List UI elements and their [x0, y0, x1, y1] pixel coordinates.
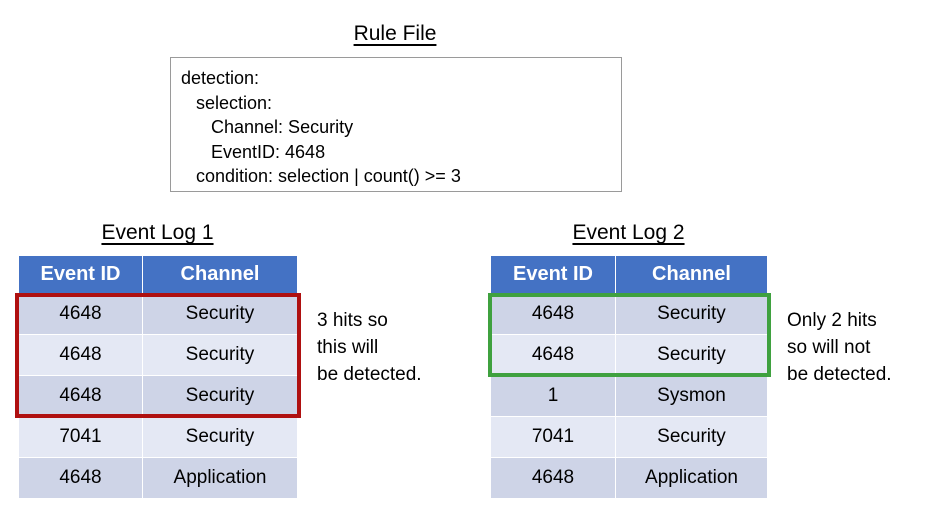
cell-channel: Security — [615, 334, 768, 376]
annotation-line: be detected. — [317, 364, 422, 385]
table-header-row: Event ID Channel — [490, 255, 768, 294]
cell-event-id: 4648 — [490, 293, 616, 335]
cell-event-id: 4648 — [18, 293, 143, 335]
cell-channel: Security — [615, 416, 768, 458]
cell-channel: Application — [615, 457, 768, 499]
column-header-event-id: Event ID — [18, 255, 143, 294]
annotation-line: this will — [317, 337, 379, 358]
cell-event-id: 4648 — [18, 334, 143, 376]
cell-event-id: 4648 — [490, 334, 616, 376]
event-log-1-table: Event ID Channel 4648 Security 4648 Secu… — [18, 255, 298, 499]
table-row: 4648 Security — [490, 293, 768, 335]
rule-line-detection: detection: — [181, 68, 260, 88]
cell-event-id: 1 — [490, 375, 616, 417]
annotation-line: Only 2 hits — [787, 310, 877, 331]
rule-file-title: Rule File — [353, 22, 437, 45]
event-log-1-title: Event Log 1 — [101, 221, 214, 244]
event-log-2-table: Event ID Channel 4648 Security 4648 Secu… — [490, 255, 768, 499]
table-row: 1 Sysmon — [490, 375, 768, 417]
cell-channel: Sysmon — [615, 375, 768, 417]
column-header-event-id: Event ID — [490, 255, 616, 294]
cell-channel: Security — [615, 293, 768, 335]
rule-line-selection: selection: — [181, 92, 273, 113]
rule-line-condition: condition: selection | count() >= 3 — [181, 166, 461, 186]
rule-file-box: detection: selection: Channel: Security … — [170, 57, 622, 192]
rule-line-eventid: EventID: 4648 — [181, 141, 326, 162]
table-row: 4648 Application — [18, 457, 298, 499]
cell-channel: Security — [142, 416, 298, 458]
column-header-channel: Channel — [142, 255, 298, 294]
cell-event-id: 7041 — [490, 416, 616, 458]
column-header-channel: Channel — [615, 255, 768, 294]
event-log-1-annotation: 3 hits so this will be detected. — [317, 307, 422, 388]
event-log-2-title: Event Log 2 — [572, 221, 685, 244]
table-row: 4648 Security — [18, 334, 298, 376]
cell-channel: Security — [142, 375, 298, 417]
table-row: 4648 Security — [18, 293, 298, 335]
cell-channel: Application — [142, 457, 298, 499]
cell-channel: Security — [142, 293, 298, 335]
cell-channel: Security — [142, 334, 298, 376]
cell-event-id: 4648 — [18, 457, 143, 499]
cell-event-id: 4648 — [490, 457, 616, 499]
table-row: 4648 Security — [18, 375, 298, 417]
table-row: 7041 Security — [18, 416, 298, 458]
table-row: 7041 Security — [490, 416, 768, 458]
table-row: 4648 Application — [490, 457, 768, 499]
annotation-line: be detected. — [787, 364, 892, 385]
table-header-row: Event ID Channel — [18, 255, 298, 294]
cell-event-id: 7041 — [18, 416, 143, 458]
event-log-2-annotation: Only 2 hits so will not be detected. — [787, 307, 892, 388]
rule-line-channel: Channel: Security — [181, 117, 354, 137]
cell-event-id: 4648 — [18, 375, 143, 417]
table-row: 4648 Security — [490, 334, 768, 376]
annotation-line: so will not — [787, 337, 871, 358]
annotation-line: 3 hits so — [317, 310, 388, 331]
